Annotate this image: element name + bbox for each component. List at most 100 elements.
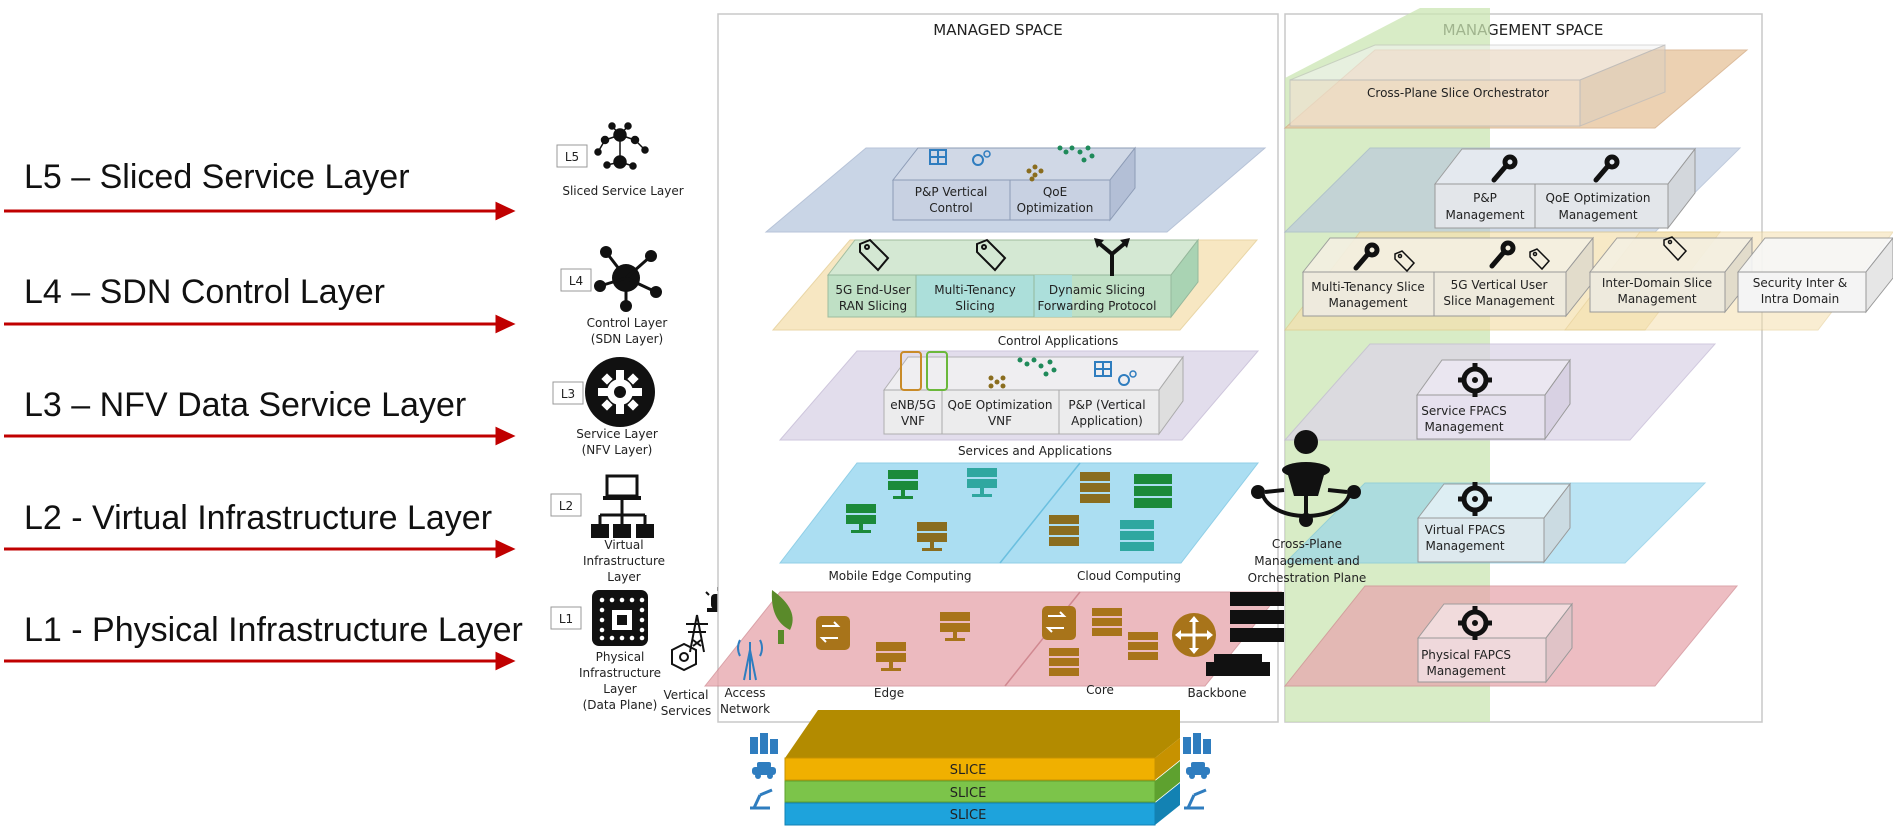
layer-caption-l1-line4: (Data Plane): [583, 698, 658, 712]
services-applications-label: Services and Applications: [958, 444, 1112, 458]
mgmt-l3-box-side: [1544, 358, 1571, 441]
server-icons-core: [1049, 608, 1158, 676]
slice-orchestrator: Cross-Plane Slice Orchestrator: [1283, 44, 1749, 129]
managed-l1: Access Network Edge Core Backbone: [703, 590, 1284, 716]
managed-l2: Mobile Edge Computing Cloud Computing: [778, 462, 1260, 583]
mgmt-l4-box1-line1: Multi-Tenancy Slice: [1311, 280, 1425, 294]
slices-stack: SLICE SLICE SLICE: [750, 710, 1211, 826]
control-applications-label: Control Applications: [998, 334, 1119, 348]
server-icons-l2: [846, 468, 1172, 551]
l3-box1-line2: VNF: [901, 414, 925, 428]
managed-l4: 5G End-User RAN Slicing Multi-Tenancy Sl…: [771, 238, 1259, 348]
server-icon-edge-2: [940, 612, 970, 641]
l4-box2-line1: Multi-Tenancy: [934, 283, 1016, 297]
switch-icon-core: [1042, 606, 1076, 640]
arrow-l5-head: [495, 201, 516, 221]
robot-arm-icon-left: [750, 788, 773, 810]
hub-icon: [594, 246, 662, 312]
l4-box-top: [826, 239, 1200, 276]
mgmt-l5-box-front: [1434, 183, 1669, 229]
gears-icon-l3: [1118, 374, 1130, 386]
mgmt-l2-box-side: [1543, 482, 1571, 564]
mgmt-l3-box-line1: Service FPACS: [1421, 404, 1507, 418]
mgmt-l1-box-side: [1545, 602, 1573, 684]
layer-tag-l5: L5: [565, 150, 579, 164]
cross-plane-line2: Management and: [1254, 554, 1359, 568]
tag-icon-mgmt-1: [1394, 250, 1416, 273]
arrow-l3-head: [495, 426, 516, 446]
mgmt-l3-box-front: [1416, 394, 1546, 440]
phone-icons: [900, 351, 948, 391]
layer-tag-box-l2: [550, 493, 582, 517]
orchestrator-box-front: [1289, 79, 1581, 127]
target-icon-l1: [1458, 606, 1492, 640]
gears-icon-l5: [972, 154, 984, 166]
wrench-icon-l4-1: [1353, 242, 1380, 271]
l5-box1-line2: Control: [929, 201, 972, 215]
mgmt-l4: Multi-Tenancy Slice Management 5G Vertic…: [1283, 231, 1893, 331]
l5-box-side: [1109, 146, 1136, 222]
l3-box3-line2: Application): [1071, 414, 1143, 428]
tree-icon-l3: [988, 375, 1006, 389]
l5-box2-line2: Optimization: [1017, 201, 1094, 215]
layer-caption-l3-line2: (NFV Layer): [582, 443, 653, 457]
mgmt-l4-box1-line2: Management: [1328, 296, 1407, 310]
tag-icon-l4-1: [859, 238, 890, 272]
access-network-line1: Access: [724, 686, 765, 700]
car-icon-right: [1186, 762, 1210, 779]
edge-label: Edge: [874, 686, 904, 700]
layer-tag-l2: L2: [559, 499, 573, 513]
tree-icon-l5b: [1057, 145, 1095, 163]
layer-caption-l1-line2: Infrastructure: [579, 666, 661, 680]
layer-label-l3: L3 – NFV Data Service Layer: [24, 386, 466, 424]
mgmt-l5-box-top: [1433, 148, 1697, 185]
l4-box-mid: [915, 274, 1035, 318]
chip-icon: [592, 590, 648, 646]
mgmt-l4-box-top: [1301, 237, 1595, 273]
managed-l3: eNB/5G VNF QoE Optimization VNF P&P (Ver…: [778, 350, 1260, 458]
switch-icon-edge: [816, 616, 850, 650]
mgmt-l3: Service FPACS Management: [1283, 343, 1717, 441]
l4-box3-line2: Forwarding Protocol: [1038, 299, 1157, 313]
mgmt-l4-box4-line2: Intra Domain: [1761, 292, 1840, 306]
layer-caption-l2-line3: Layer: [607, 570, 641, 584]
layer-tag-box-l4: [560, 268, 592, 292]
arrow-l2-head: [495, 539, 516, 559]
l4-box1-line2: RAN Slicing: [839, 299, 907, 313]
building-icon-right: [1183, 733, 1211, 754]
tree-icon-l3b: [1017, 357, 1057, 377]
layer-label-l4: L4 – SDN Control Layer: [24, 273, 385, 311]
mgmt-l3-box-top: [1416, 359, 1571, 396]
mobile-edge-label: Mobile Edge Computing: [828, 569, 971, 583]
vertical-services-line2: Services: [661, 704, 712, 718]
mgmt-l4-interdomain-front: [1589, 271, 1726, 313]
arrow-l1-head: [495, 651, 516, 671]
layer-caption-l1-line1: Physical: [596, 650, 645, 664]
l5-box1-line1: P&P Vertical: [915, 185, 988, 199]
orchestrator-box-side: [1579, 44, 1666, 127]
antenna-icon: [737, 639, 763, 681]
managed-space-title: MANAGED SPACE: [933, 21, 1062, 39]
mgmt-l5: P&P Management QoE Optimization Manageme…: [1283, 147, 1742, 233]
layer-caption-l1-line3: Layer: [603, 682, 637, 696]
mgmt-l4-box2-line1: 5G Vertical User: [1451, 278, 1548, 292]
layer-caption-l5: Sliced Service Layer: [562, 184, 683, 198]
mgmt-l2-box-line2: Management: [1425, 539, 1504, 553]
l4-box1-line1: 5G End-User: [835, 283, 910, 297]
tag-icon-mgmt-3: [1663, 236, 1688, 262]
mgmt-l2-box-line1: Virtual FPACS: [1425, 523, 1505, 537]
cloud-computing-label: Cloud Computing: [1077, 569, 1181, 583]
cross-plane-line1: Cross-Plane: [1272, 537, 1342, 551]
slice-label-3: SLICE: [950, 808, 987, 823]
target-icon-l3: [1458, 363, 1492, 397]
target-icon-l2: [1458, 482, 1492, 516]
layer-caption-l2-line2: Infrastructure: [583, 554, 665, 568]
sensor-icon: [671, 642, 697, 672]
layer-label-l1: L1 - Physical Infrastructure Layer: [24, 611, 523, 649]
layer-tag-l1: L1: [559, 612, 573, 626]
mgmt-l4-security-front: [1737, 271, 1867, 313]
router-icon: [1172, 613, 1216, 657]
mgmt-l4-box3-line2: Management: [1617, 292, 1696, 306]
car-icon-left: [752, 762, 776, 779]
